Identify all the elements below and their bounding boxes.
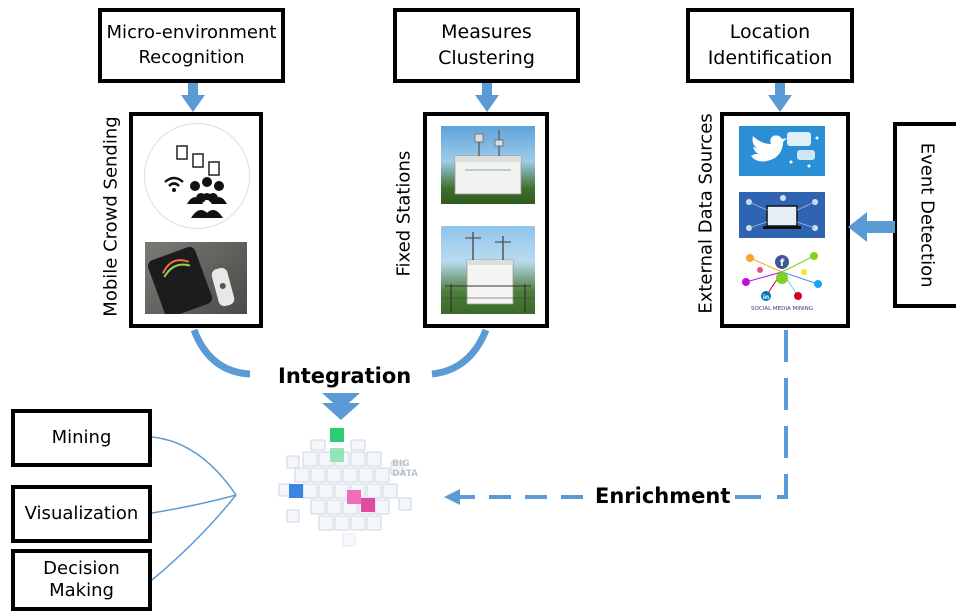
mobile-crowd-panel	[129, 112, 263, 328]
pink-cube-1	[347, 490, 361, 504]
enrichment-arrowhead	[444, 489, 460, 505]
station-photo-2	[441, 226, 535, 314]
micro-environment-recognition-box: Micro-environment Recognition	[98, 8, 285, 83]
location-line2: Identification	[707, 46, 833, 69]
external-data-sources-panel: f in SOCIAL MEDIA MINING	[720, 112, 850, 328]
big-data-label: BIG DATA	[392, 459, 419, 480]
big-data-line1: BIG	[392, 459, 410, 469]
integration-label: Integration	[278, 364, 412, 388]
fixed-integration-curve	[431, 328, 490, 378]
decision-making-box: Decision Making	[11, 549, 152, 611]
decision-line2: Making	[49, 580, 114, 601]
mining-link	[151, 436, 237, 496]
visualization-link	[151, 494, 237, 514]
mobile-integration-curve	[190, 328, 251, 378]
event-detection-box: Event Detection	[893, 122, 956, 308]
social-media-mining-image: f in SOCIAL MEDIA MINING	[736, 246, 828, 316]
event-detection-arrow	[848, 212, 895, 242]
svg-text:in: in	[763, 294, 769, 301]
micro-environment-line1: Micro-environment	[106, 22, 277, 44]
station-photo-1	[441, 126, 535, 204]
decision-line1: Decision	[43, 557, 120, 579]
mining-label: Mining	[51, 426, 112, 448]
svg-text:f: f	[780, 258, 785, 269]
location-identification-box: Location Identification	[686, 8, 854, 83]
blue-cube	[289, 484, 303, 498]
big-data-line2: DATA	[392, 468, 419, 479]
micro-environment-line2: Recognition	[138, 46, 245, 68]
enrichment-dashed-line	[735, 330, 788, 499]
phone-sensor-photo	[145, 242, 247, 314]
mining-box: Mining	[11, 409, 152, 467]
green-cube	[330, 428, 344, 442]
decision-link	[151, 494, 237, 581]
network-image	[739, 192, 825, 238]
crowd-sensing-illustration	[144, 123, 250, 229]
fixed-stations-panel	[423, 112, 549, 328]
pink-cube-2	[361, 498, 375, 512]
integration-arrow	[322, 393, 360, 420]
twitter-image	[739, 126, 825, 176]
visualization-box: Visualization	[11, 485, 152, 543]
down-arrows	[181, 83, 792, 112]
location-line1: Location	[729, 20, 811, 43]
big-data-cube	[278, 428, 412, 547]
measures-line2: Clustering	[438, 46, 535, 69]
measures-clustering-box: Measures Clustering	[393, 8, 580, 83]
enrichment-label: Enrichment	[595, 484, 731, 508]
visualization-label: Visualization	[24, 502, 139, 524]
social-media-mining-label: SOCIAL MEDIA MINING	[751, 306, 813, 312]
measures-line1: Measures	[441, 20, 532, 43]
